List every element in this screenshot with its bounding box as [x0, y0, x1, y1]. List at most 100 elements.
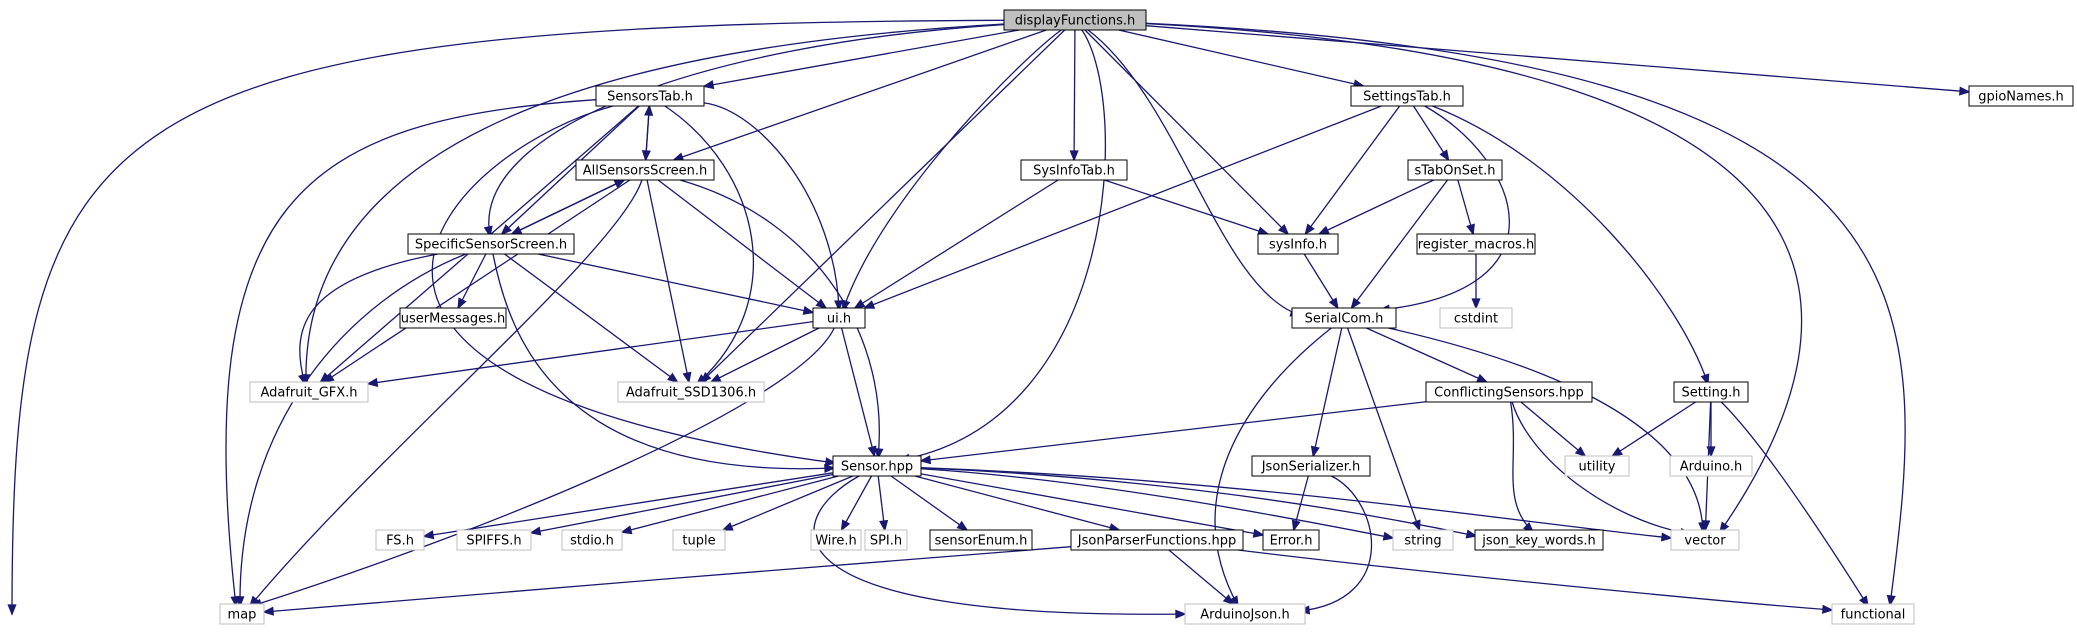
- node-SettingsTab[interactable]: SettingsTab.h: [1350, 85, 1464, 107]
- node-functional[interactable]: functional: [1831, 603, 1915, 625]
- edge-SpecificSensorScreen-to-userMessages: [457, 253, 487, 310]
- node-tuple[interactable]: tuple: [672, 529, 726, 551]
- node-box: [617, 381, 765, 403]
- node-label: SpecificSensorScreen.h: [415, 238, 567, 253]
- node-box: [864, 529, 908, 551]
- node-string[interactable]: string: [1392, 529, 1454, 551]
- node-utility[interactable]: utility: [1564, 455, 1630, 477]
- edge-displayFunctions-to-SpecificSensorScreen: [483, 23, 1005, 238]
- edge-Sensor-to-ArduinoJson: [813, 475, 1187, 619]
- node-label: json_key_words.h: [1481, 534, 1595, 549]
- node-sysInfo[interactable]: sysInfo.h: [1257, 233, 1339, 255]
- edge-SysInfoTab-to-ui: [853, 179, 1059, 309]
- edge-JsonSerializer-to-Error: [1291, 475, 1309, 532]
- node-userMessages[interactable]: userMessages.h: [399, 307, 507, 329]
- edge-register_macros-to-cstdint: [1471, 254, 1481, 310]
- node-label: JsonSerializer.h: [1261, 460, 1361, 475]
- node-map[interactable]: map: [219, 603, 265, 625]
- node-box: [595, 85, 705, 107]
- node-ConflictingSensors[interactable]: ConflictingSensors.hpp: [1425, 381, 1593, 403]
- node-SysInfoTab[interactable]: SysInfoTab.h: [1020, 159, 1128, 181]
- edge-displayFunctions-to-map: [7, 19, 1005, 616]
- node-label: displayFunctions.h: [1015, 14, 1136, 29]
- node-SerialCom[interactable]: SerialCom.h: [1291, 307, 1397, 329]
- node-box: [1669, 455, 1753, 477]
- node-box: [456, 529, 532, 551]
- node-gpioNames[interactable]: gpioNames.h: [1968, 85, 2074, 107]
- edge-AllSensorsScreen-to-ui: [657, 179, 828, 310]
- node-Arduino[interactable]: Arduino.h: [1669, 455, 1753, 477]
- node-JsonParserFunctions[interactable]: JsonParserFunctions.hpp: [1070, 529, 1244, 551]
- edge-AllSensorsScreen-to-Adafruit_GFX: [322, 179, 631, 383]
- node-Error[interactable]: Error.h: [1262, 529, 1320, 551]
- node-box: [1251, 455, 1371, 477]
- node-SpecificSensorScreen[interactable]: SpecificSensorScreen.h: [407, 233, 575, 255]
- node-ArduinoJson[interactable]: ArduinoJson.h: [1184, 603, 1306, 625]
- node-Adafruit_SSD1306[interactable]: Adafruit_SSD1306.h: [617, 381, 765, 403]
- node-box: [1184, 603, 1306, 625]
- edge-SensorsTab-to-ui: [703, 102, 844, 312]
- edge-Sensor-to-Wire: [840, 475, 873, 532]
- edge-SettingsTab-to-sTabOnSet: [1412, 105, 1450, 162]
- edge-SensorsTab-to-SpecificSensorScreen: [500, 105, 640, 236]
- edge-SettingsTab-to-SerialCom: [1378, 105, 1510, 314]
- node-label: functional: [1841, 608, 1906, 623]
- edge-ui-to-Sensor: [840, 327, 877, 458]
- node-label: SPIFFS.h: [466, 534, 521, 549]
- node-cstdint[interactable]: cstdint: [1439, 307, 1513, 329]
- edge-displayFunctions-to-SensorsTab: [702, 29, 1020, 90]
- node-SPIFFS[interactable]: SPIFFS.h: [456, 529, 532, 551]
- node-FS[interactable]: FS.h: [375, 529, 425, 551]
- edge-displayFunctions-to-sysInfo: [1084, 29, 1290, 236]
- edge-Sensor-to-sensorEnum: [890, 475, 969, 532]
- node-label: Adafruit_SSD1306.h: [626, 386, 756, 401]
- node-Sensor[interactable]: Sensor.hpp: [832, 455, 922, 477]
- node-sTabOnSet[interactable]: sTabOnSet.h: [1407, 159, 1503, 181]
- edge-SpecificSensorScreen-to-map: [235, 253, 467, 608]
- node-ui[interactable]: ui.h: [812, 307, 866, 329]
- node-box: [812, 307, 866, 329]
- edge-Setting-to-functional: [1720, 401, 1869, 608]
- node-box: [1020, 159, 1128, 181]
- node-AllSensorsScreen[interactable]: AllSensorsScreen.h: [575, 159, 715, 181]
- node-stdio[interactable]: stdio.h: [561, 529, 623, 551]
- node-Adafruit_GFX[interactable]: Adafruit_GFX.h: [249, 381, 369, 403]
- node-box: [575, 159, 715, 181]
- edge-ui-to-Adafruit_GFX: [366, 320, 814, 387]
- node-label: sensorEnum.h: [935, 534, 1028, 549]
- edge-AllSensorsScreen-to-Sensor: [679, 179, 884, 460]
- edge-Sensor-to-SPI: [877, 475, 889, 532]
- node-SensorsTab[interactable]: SensorsTab.h: [595, 85, 705, 107]
- node-SPI[interactable]: SPI.h: [864, 529, 908, 551]
- node-box: [1262, 529, 1320, 551]
- edge-Sensor-to-tuple: [721, 475, 854, 531]
- edge-AllSensorsScreen-to-Adafruit_SSD1306: [646, 179, 692, 384]
- node-label: FS.h: [386, 534, 414, 549]
- node-label: ui.h: [827, 312, 851, 327]
- node-Setting[interactable]: Setting.h: [1673, 381, 1749, 403]
- node-box: [1407, 159, 1503, 181]
- node-label: SerialCom.h: [1305, 312, 1384, 327]
- node-box: [1474, 529, 1604, 551]
- node-box: [1968, 85, 2074, 107]
- edge-sTabOnSet-to-register_macros: [1457, 179, 1475, 236]
- edge-sysInfo-to-SerialCom: [1303, 253, 1339, 310]
- node-label: vector: [1684, 534, 1726, 549]
- node-box: [1425, 381, 1593, 403]
- node-json_key_words[interactable]: json_key_words.h: [1474, 529, 1604, 551]
- node-box: [561, 529, 623, 551]
- node-register_macros[interactable]: register_macros.h: [1416, 233, 1536, 255]
- node-Wire[interactable]: Wire.h: [810, 529, 862, 551]
- node-label: string: [1404, 534, 1441, 549]
- node-label: JsonParserFunctions.hpp: [1077, 534, 1236, 549]
- node-label: tuple: [682, 534, 715, 549]
- node-sensorEnum[interactable]: sensorEnum.h: [929, 529, 1033, 551]
- edge-ConflictingSensors-to-Sensor: [919, 401, 1427, 465]
- node-box: [399, 307, 507, 329]
- edge-SpecificSensorScreen-to-AllSensorsScreen: [511, 179, 626, 235]
- node-JsonSerializer[interactable]: JsonSerializer.h: [1251, 455, 1371, 477]
- node-displayFunctions[interactable]: displayFunctions.h: [1003, 9, 1147, 31]
- edge-SerialCom-to-JsonSerializer: [1310, 327, 1343, 458]
- node-vector[interactable]: vector: [1670, 529, 1740, 551]
- node-box: [832, 455, 922, 477]
